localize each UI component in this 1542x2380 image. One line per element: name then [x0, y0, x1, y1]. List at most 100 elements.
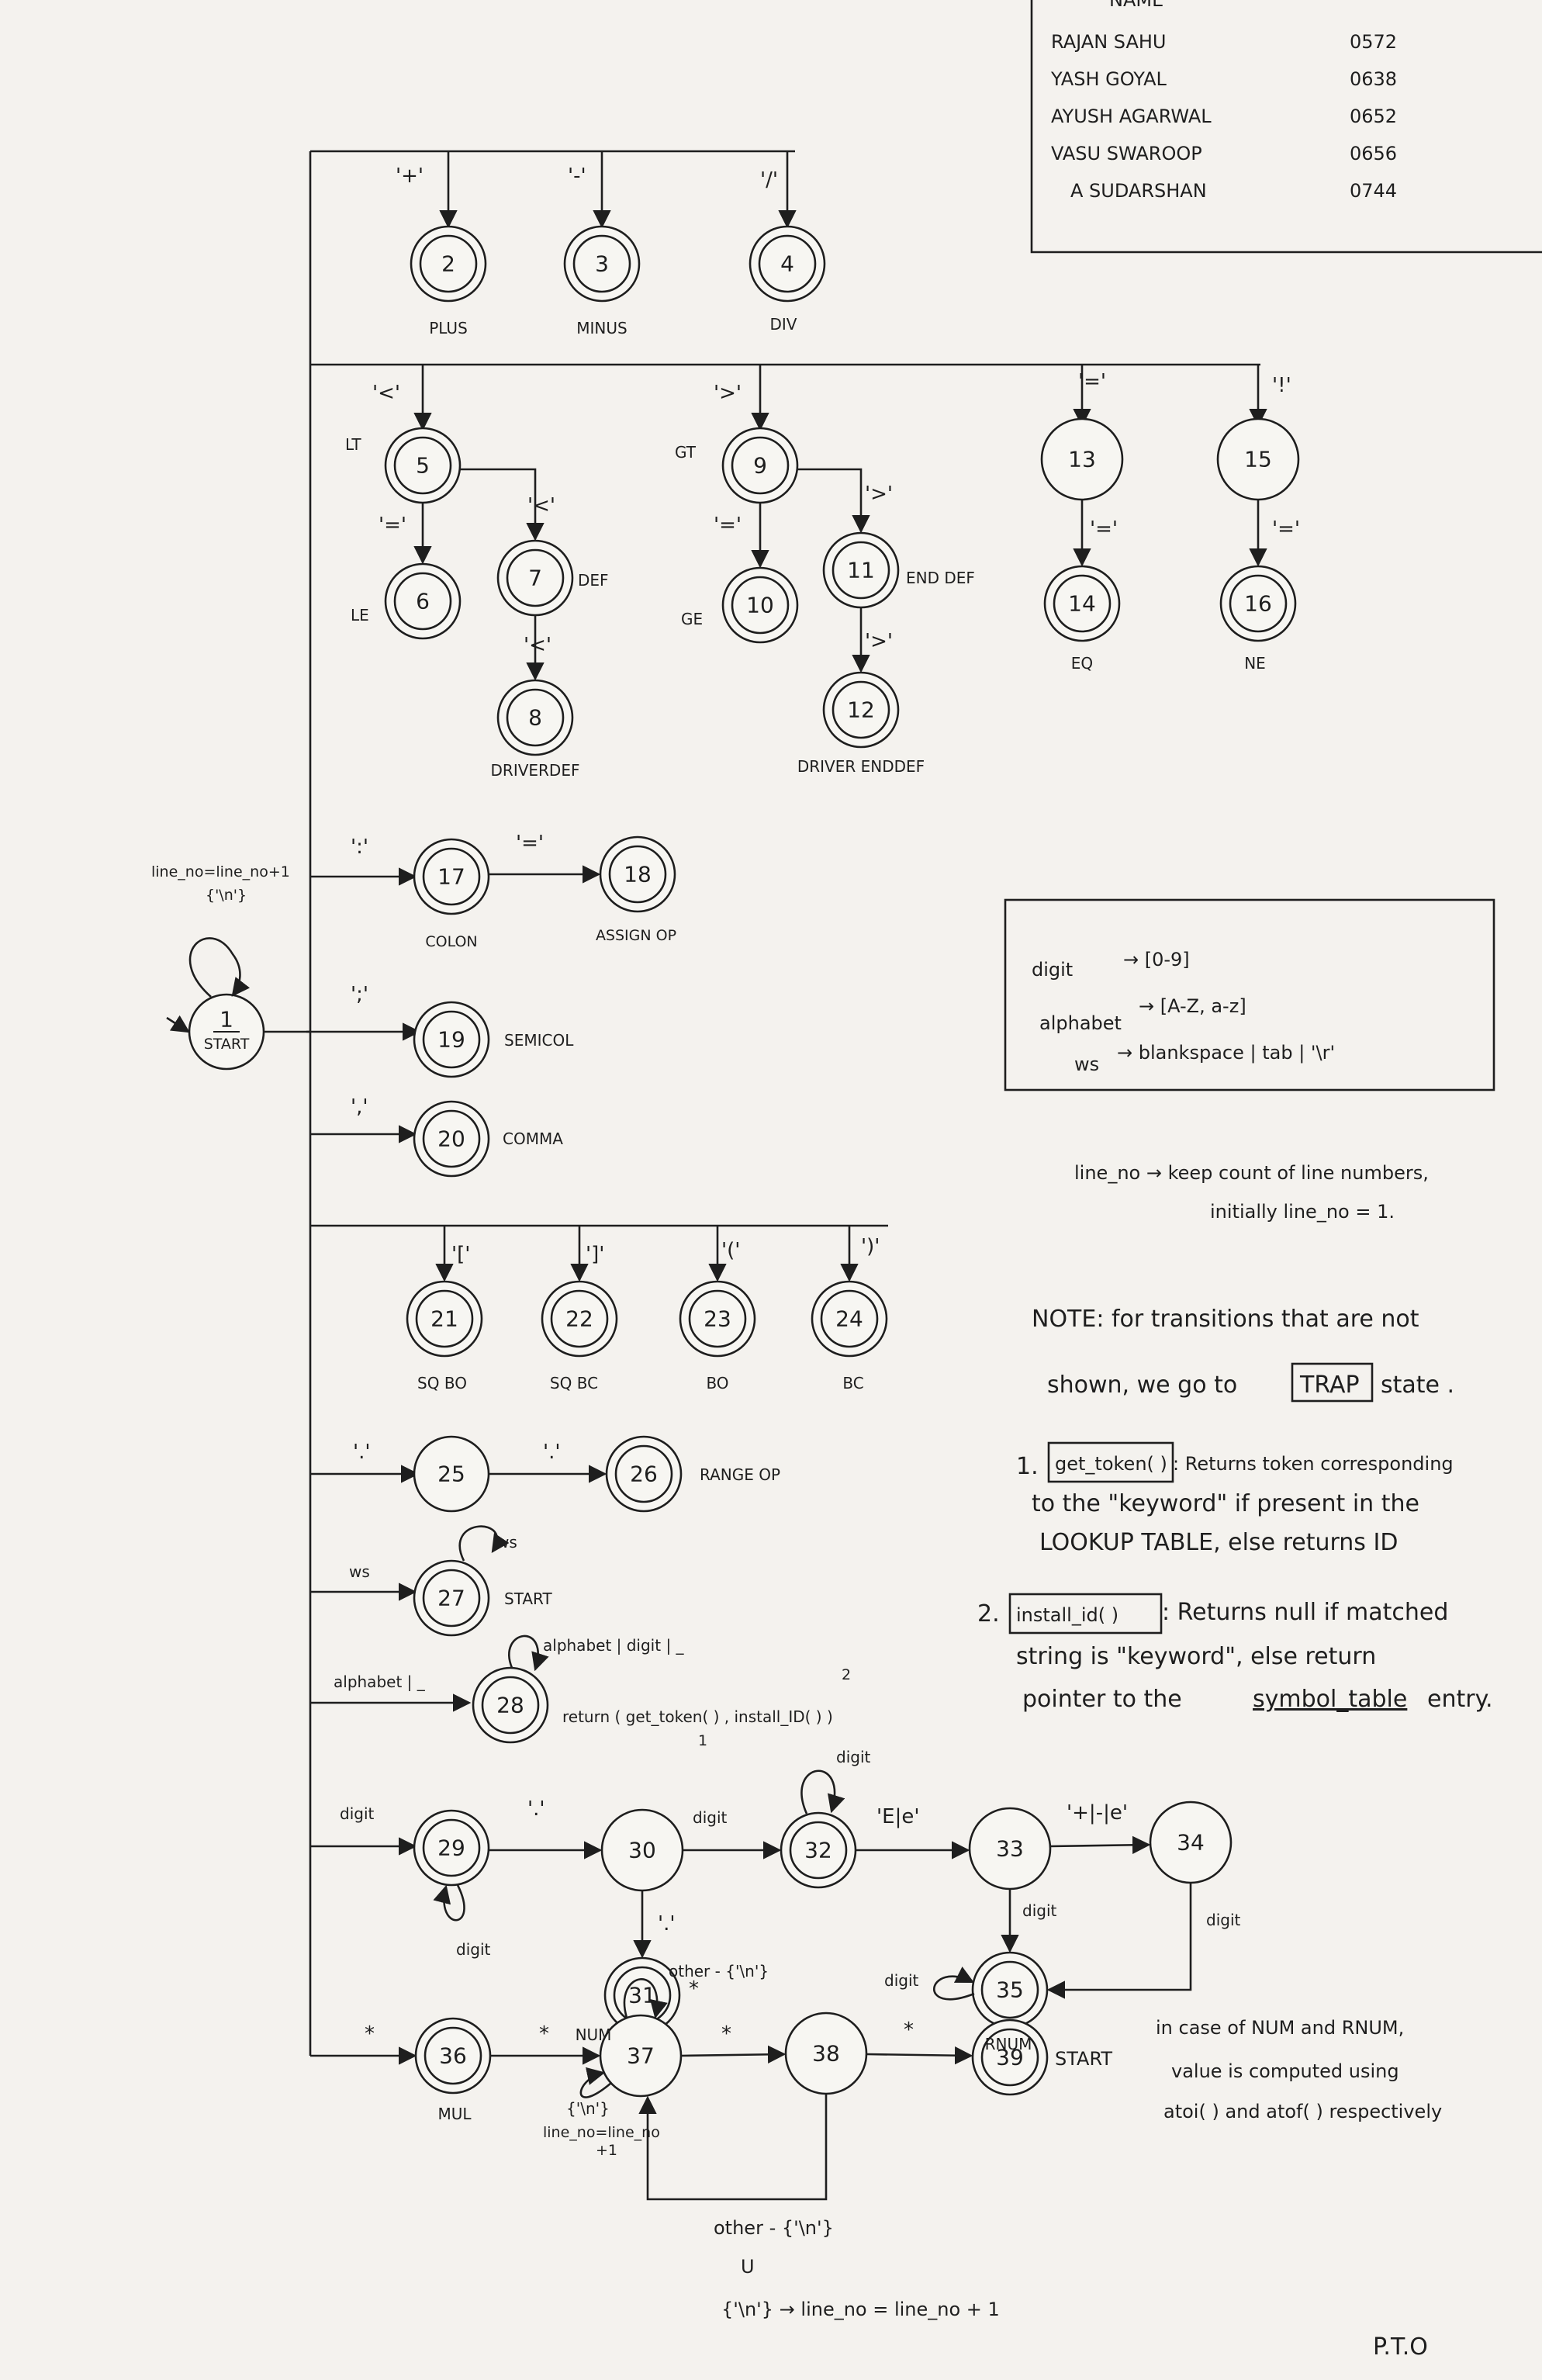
token-comma: COMMA: [503, 1129, 563, 1148]
svg-text:'=': '=': [379, 514, 406, 537]
svg-text:entry.: entry.: [1427, 1686, 1493, 1713]
member-id: 0744: [1350, 180, 1397, 202]
state-4: 4: [749, 225, 826, 303]
svg-text:atoi( ) and atof( ) respect: atoi( ) and atof( ) respectively: [1163, 2101, 1442, 2122]
svg-text:11: 11: [847, 558, 875, 583]
state-15: 15: [1216, 417, 1300, 501]
team-header: NAME: [1109, 0, 1163, 11]
token-rangeop: RANGE OP: [700, 1465, 780, 1484]
start-loop-label: {'\n'}: [206, 887, 247, 904]
token-num: NUM: [576, 2025, 612, 2044]
svg-text:27: 27: [437, 1586, 465, 1611]
svg-text:'!': '!': [1272, 374, 1291, 397]
state-37: 37: [599, 2014, 683, 2098]
token-labels: PLUS MINUS DIV LT LE DEF DRIVERDEF GT GE…: [345, 315, 1266, 2123]
token-driverenddef: DRIVER ENDDEF: [797, 757, 925, 776]
token-le: LE: [351, 606, 369, 624]
state-21: 21: [406, 1280, 483, 1358]
token-minus: MINUS: [576, 319, 627, 337]
token-start27: START: [504, 1590, 552, 1608]
svg-text:1: 1: [698, 1732, 707, 1749]
token-enddef: END DEF: [906, 569, 975, 587]
svg-text:digit: digit: [1022, 1901, 1057, 1920]
svg-text:other - {'\n'}: other - {'\n'}: [714, 2217, 834, 2239]
svg-text:9: 9: [753, 453, 767, 479]
transition-labels: '+' '-' '/' '<' '=' '<' '<' '>' '=' '>' …: [334, 164, 1300, 2320]
state-7: 7: [496, 539, 574, 617]
label-start: START: [204, 1036, 250, 1053]
state-11: 11: [822, 531, 900, 609]
action-28: return ( get_token( ) , install_ID( ) ) …: [562, 1666, 851, 1749]
svg-text:get_token( ): get_token( ): [1055, 1453, 1167, 1475]
svg-text:26: 26: [630, 1462, 658, 1487]
svg-text:alphabet: alphabet: [1039, 1012, 1122, 1034]
svg-text:'.': '.': [527, 1797, 545, 1821]
state-23: 23: [679, 1280, 756, 1358]
svg-text:value is computed using: value is computed using: [1171, 2060, 1399, 2082]
svg-text:'<': '<': [527, 494, 555, 517]
token-mul: MUL: [437, 2105, 472, 2123]
token-rnum: RNUM: [985, 2035, 1032, 2053]
svg-text:→ blankspace | tab | '\r': → blankspace | tab | '\r': [1117, 1042, 1335, 1064]
state-25: 25: [413, 1435, 490, 1513]
svg-text:'(': '(': [721, 1239, 740, 1262]
state-32: 32: [780, 1811, 857, 1889]
svg-text:'=': '=': [516, 832, 544, 855]
member-id: 0572: [1350, 31, 1397, 53]
token-driverdef: DRIVERDEF: [491, 761, 580, 780]
svg-text:1: 1: [220, 1007, 233, 1033]
state-18: 18: [599, 835, 676, 913]
state-3: 3: [563, 225, 641, 303]
svg-text:other - {'\n'}: other - {'\n'}: [669, 1962, 769, 1980]
svg-text:32: 32: [804, 1838, 832, 1863]
member-name: A SUDARSHAN: [1070, 180, 1207, 202]
token-semicol: SEMICOL: [504, 1031, 574, 1050]
svg-text:38: 38: [812, 2041, 840, 2067]
svg-text:state .: state .: [1381, 1372, 1454, 1399]
token-sqbc: SQ BC: [550, 1374, 598, 1392]
state-2: 2: [410, 225, 487, 303]
svg-text:28: 28: [496, 1693, 524, 1718]
svg-text:')': ')': [861, 1235, 880, 1258]
state-26: 26: [605, 1435, 683, 1513]
state-13: 13: [1040, 417, 1124, 501]
state-27: 27: [413, 1559, 490, 1637]
svg-text:'.': '.': [353, 1441, 371, 1464]
svg-text:*: *: [904, 2019, 914, 2042]
svg-text:{'\n'}: {'\n'}: [566, 2099, 610, 2118]
state-24: 24: [811, 1280, 888, 1358]
svg-text:{'\n'} → line_no = line_no + 1: {'\n'} → line_no = line_no + 1: [721, 2299, 1000, 2320]
svg-text:'/': '/': [760, 168, 778, 192]
svg-text:'>': '>': [865, 630, 893, 653]
svg-text:string is "keyword", else re: string is "keyword", else return: [1016, 1643, 1376, 1670]
svg-text:ws: ws: [496, 1533, 517, 1551]
svg-text:digit: digit: [693, 1808, 728, 1827]
svg-text:'=': '=': [1078, 370, 1106, 393]
token-bo: BO: [706, 1374, 728, 1392]
token-start39: START: [1055, 2048, 1112, 2070]
svg-text:';': ';': [351, 983, 368, 1006]
svg-text:install_id( ): install_id( ): [1016, 1604, 1118, 1626]
state-16: 16: [1219, 565, 1297, 642]
token-colon: COLON: [425, 933, 477, 950]
svg-text:12: 12: [847, 697, 875, 723]
svg-text:2.: 2.: [977, 1600, 1000, 1628]
svg-text:1.: 1.: [1016, 1453, 1039, 1480]
token-lt: LT: [345, 435, 361, 454]
svg-text:17: 17: [437, 864, 465, 890]
start-loop-label: line_no=line_no+1: [151, 863, 290, 880]
svg-text:+1: +1: [596, 2142, 617, 2159]
svg-text:33: 33: [996, 1836, 1024, 1862]
svg-text:'E|e': 'E|e': [876, 1805, 919, 1828]
svg-text:'+': '+': [396, 164, 424, 188]
svg-text:→ [0-9]: → [0-9]: [1123, 949, 1190, 970]
svg-text:']': ']': [586, 1243, 604, 1266]
svg-text:alphabet | _: alphabet | _: [334, 1673, 426, 1691]
svg-text:7: 7: [528, 566, 542, 591]
svg-text:3: 3: [595, 251, 609, 277]
member-id: 0656: [1350, 143, 1397, 164]
svg-text:14: 14: [1068, 591, 1096, 617]
svg-text:'=': '=': [714, 514, 742, 537]
team-table: NAME RAJAN SAHU 0572 YASH GOYAL 0638 AYU…: [1030, 0, 1542, 254]
